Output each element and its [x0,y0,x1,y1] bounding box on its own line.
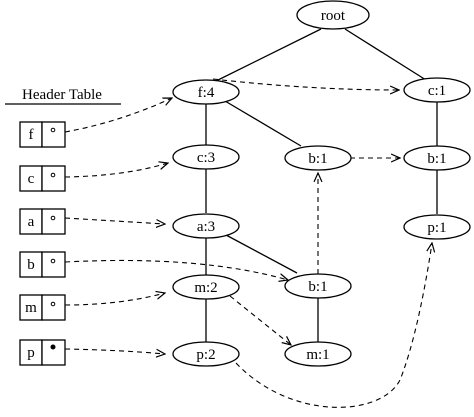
tree-edge [224,100,302,147]
header-item-label: b [27,257,35,273]
pointer-dot-icon [50,301,56,307]
node-label: f:4 [198,85,215,101]
node-ellipse [172,274,240,300]
tree-edge [225,234,298,274]
node-label: b:1 [308,279,327,295]
header-item-label: c [28,171,35,187]
header-row-m: m [19,294,66,321]
node-ellipse [284,273,352,299]
node-ellipse [172,213,240,239]
header-row-c: c [19,165,66,192]
pointer-dot-icon [50,215,56,221]
node-link-arrow [64,259,288,280]
node-label: c:3 [197,150,215,166]
tree-node-c3: c:3 [172,144,240,170]
pointer-dot-icon [50,258,56,264]
node-ellipse [296,0,370,30]
tree-node-b1-mid: b:1 [284,145,352,171]
header-cell-link [41,339,66,366]
node-ellipse [172,144,240,170]
node-link-arrow [235,243,432,408]
tree-node-b1-low: b:1 [284,273,352,299]
node-link-arrow [64,98,172,133]
node-link-arrow [64,217,165,224]
header-row-b: b [19,251,66,278]
node-label: a:3 [197,219,215,235]
node-ellipse [172,79,240,105]
node-ellipse [172,341,240,367]
node-label: p:2 [196,347,215,363]
tree-node-m2: m:2 [172,274,240,300]
node-label: m:2 [194,280,217,296]
node-ellipse [284,341,352,367]
pointer-dot-icon [50,172,56,178]
node-link-arrow [64,293,165,306]
tree-node-b1-right: b:1 [403,145,471,171]
header-cell-link [41,208,66,235]
node-ellipse [284,145,352,171]
tree-node-root: root [296,0,370,30]
header-item-label: a [28,214,35,230]
tree-node-p2: p:2 [172,341,240,367]
header-row-f: f [19,121,66,148]
tree-edge [213,28,322,83]
tree-node-p1-right: p:1 [403,214,471,240]
header-cell-link [41,251,66,278]
header-item-label: m [25,300,37,316]
node-ellipse [403,214,471,240]
pointer-dot-icon [50,344,56,350]
node-ellipse [403,77,471,103]
node-label: root [321,8,346,24]
node-links [64,78,432,408]
pointer-dot-icon [50,127,56,133]
node-link-arrow [229,295,291,345]
header-cell-link [41,294,66,321]
node-link-arrow [64,163,168,178]
tree-node-m1: m:1 [284,341,352,367]
header-cell-link [41,165,66,192]
header-row-a: a [19,208,66,235]
tree-node-a3: a:3 [172,213,240,239]
node-label: m:1 [306,347,329,363]
node-label: b:1 [308,151,327,167]
node-link-arrow [212,78,399,90]
tree-edge [344,28,427,81]
header-table-title: Header Table [22,87,102,103]
node-label: p:1 [427,220,446,236]
header-item-label: f [29,127,34,143]
tree-node-c1: c:1 [403,77,471,103]
header-cell-link [41,121,66,148]
node-link-arrow [64,348,165,354]
header-row-p: p [19,339,66,366]
node-ellipse [403,145,471,171]
header-item-label: p [27,345,35,361]
node-label: c:1 [428,83,446,99]
tree-edges [205,28,438,342]
node-label: b:1 [427,151,446,167]
tree-node-f4: f:4 [172,79,240,105]
